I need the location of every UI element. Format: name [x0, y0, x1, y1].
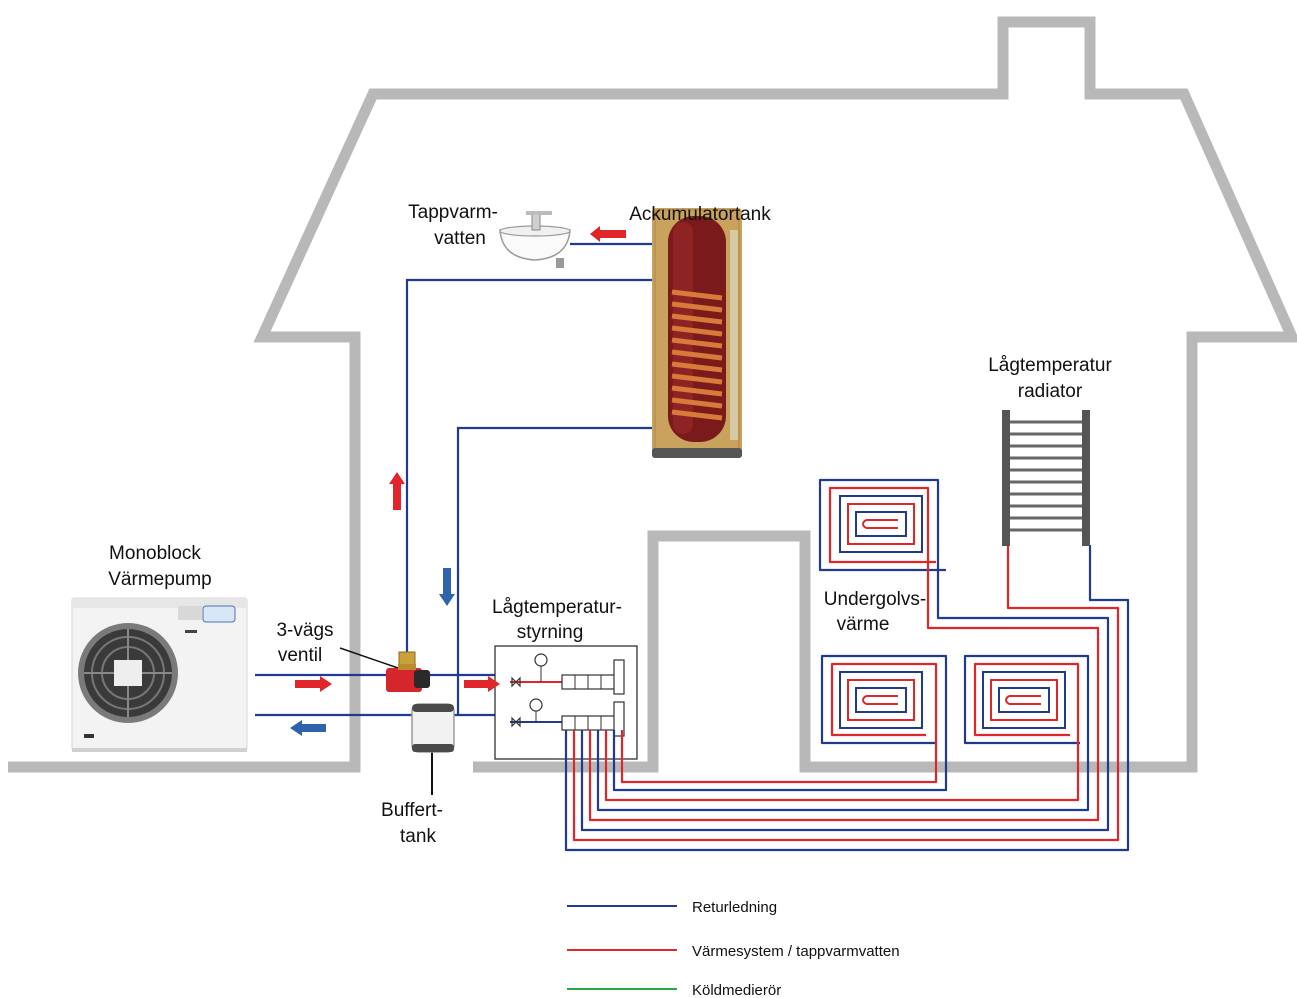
legend-label-refrigerant: Köldmedierör	[692, 982, 781, 998]
coil-bottom-left	[839, 671, 923, 729]
arrow-right-supply-control	[464, 676, 500, 692]
legend-label-supply: Värmesystem / tappvarmvatten	[692, 943, 900, 960]
pipe-tank-bottom-to-return	[456, 426, 668, 715]
labels: Ackumulatortank Tappvarm- vatten Lågtemp…	[108, 202, 1112, 847]
buffer-tank	[411, 703, 455, 753]
label-hot-water-2: vatten	[434, 228, 486, 249]
pipe-valve-to-tank-top	[405, 278, 668, 652]
accumulator-tank	[652, 208, 742, 458]
label-heat-pump-2: Värmepump	[108, 569, 212, 590]
three-way-valve	[386, 651, 430, 692]
legend-label-return: Returledning	[692, 899, 777, 916]
heat-pump-unit	[71, 597, 248, 752]
coil-top	[839, 495, 923, 553]
label-hot-water-1: Tappvarm-	[408, 202, 498, 223]
arrow-down-tank-return	[439, 568, 455, 606]
label-valve-1: 3-vägs	[276, 620, 333, 641]
label-heat-pump-1: Monoblock	[109, 543, 201, 564]
label-buffer-2: tank	[400, 826, 436, 847]
radiator-icon	[1002, 410, 1090, 546]
valve-leader	[339, 647, 399, 669]
house-outline	[8, 16, 1297, 773]
underfloor-supply-lines	[564, 478, 1130, 852]
label-radiator-1: Lågtemperatur	[988, 355, 1112, 376]
label-radiator-2: radiator	[1018, 381, 1083, 402]
arrow-left-return	[290, 720, 326, 736]
label-buffer-1: Buffert-	[381, 800, 443, 821]
tank-coil	[671, 289, 723, 421]
coil-bottom-right	[982, 671, 1066, 729]
label-underfloor-2: värme	[837, 614, 890, 635]
sink-icon	[499, 211, 571, 268]
arrow-right-supply-heatpump	[295, 676, 332, 692]
flow-arrows	[290, 226, 626, 736]
label-underfloor-1: Undergolvs-	[824, 589, 926, 610]
legend: Returledning Värmesystem / tappvarmvatte…	[567, 899, 900, 998]
label-control-2: styrning	[517, 622, 584, 643]
arrow-left-hotwater	[590, 226, 626, 242]
label-valve-2: ventil	[278, 645, 322, 666]
underfloor-coils	[839, 495, 1066, 729]
label-accumulator-tank: Ackumulatortank	[629, 204, 771, 225]
arrow-up-valve	[389, 472, 405, 510]
label-control-1: Lågtemperatur-	[492, 597, 622, 618]
pipes	[255, 242, 668, 795]
